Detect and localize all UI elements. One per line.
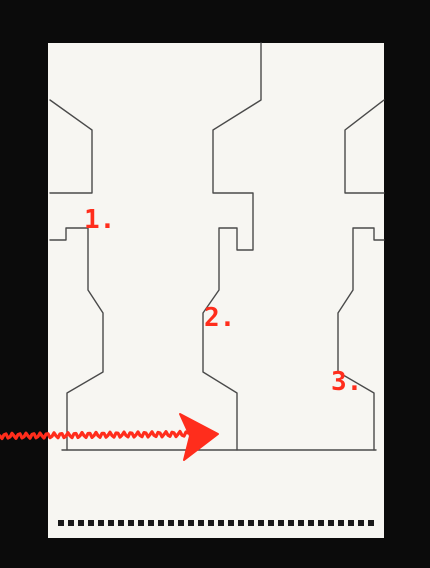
perforation-hole bbox=[328, 520, 334, 526]
perforation-hole bbox=[358, 520, 364, 526]
perforation-hole bbox=[298, 520, 304, 526]
perforation-hole bbox=[58, 520, 64, 526]
perforation-hole bbox=[318, 520, 324, 526]
paper-sheet bbox=[48, 43, 384, 538]
perforation-hole bbox=[118, 520, 124, 526]
perforation-hole bbox=[228, 520, 234, 526]
perforation-hole bbox=[78, 520, 84, 526]
perforation-hole bbox=[348, 520, 354, 526]
perforation-hole bbox=[288, 520, 294, 526]
perforation-hole bbox=[218, 520, 224, 526]
perforation-hole bbox=[68, 520, 74, 526]
perforation-hole bbox=[158, 520, 164, 526]
perforation-hole bbox=[208, 520, 214, 526]
perforation-hole bbox=[168, 520, 174, 526]
perforation-hole bbox=[338, 520, 344, 526]
perforation-hole bbox=[178, 520, 184, 526]
perforation-hole bbox=[248, 520, 254, 526]
perforation-hole bbox=[258, 520, 264, 526]
perforation-hole bbox=[128, 520, 134, 526]
label-1: 1. bbox=[84, 205, 115, 235]
label-3: 3. bbox=[331, 367, 362, 397]
perforation-hole bbox=[268, 520, 274, 526]
perforation-hole bbox=[368, 520, 374, 526]
perforation-hole bbox=[238, 520, 244, 526]
label-2: 2. bbox=[204, 303, 235, 333]
perforation-hole bbox=[278, 520, 284, 526]
perforation-hole bbox=[308, 520, 314, 526]
perforation-hole bbox=[98, 520, 104, 526]
perforation-hole bbox=[188, 520, 194, 526]
perforation-hole bbox=[148, 520, 154, 526]
perforation-hole bbox=[198, 520, 204, 526]
perforation-hole bbox=[108, 520, 114, 526]
perforation-hole bbox=[88, 520, 94, 526]
perforation-hole bbox=[138, 520, 144, 526]
